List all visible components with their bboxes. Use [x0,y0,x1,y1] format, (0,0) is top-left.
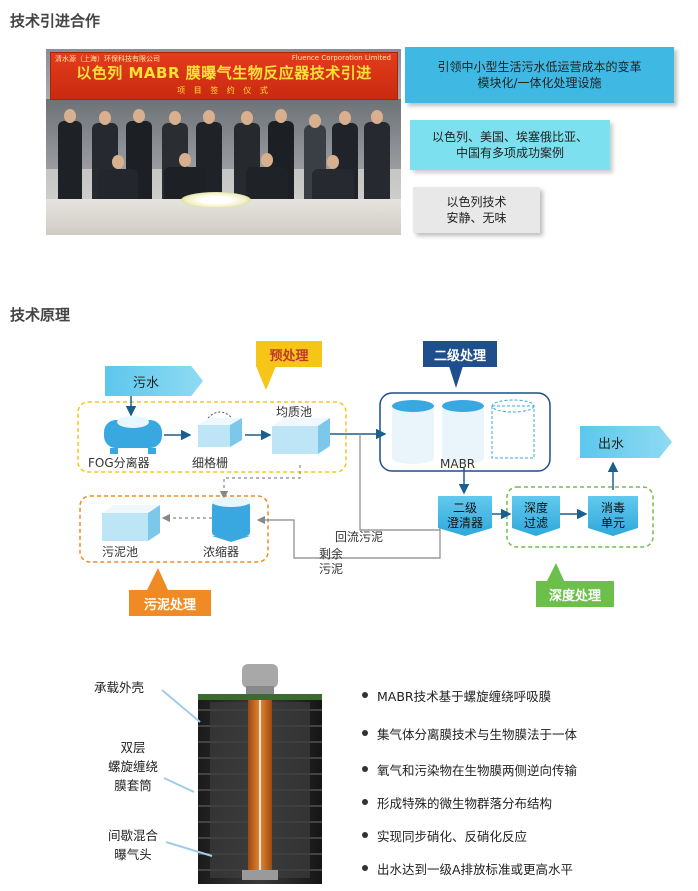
feature-bullet: 集气体分离膜技术与生物膜法于一体 [362,723,577,743]
callout-text: 安静、无味 [446,211,507,225]
label-fine-screen: 细格栅 [192,456,229,470]
label-equalization-tank: 均质池 [276,405,313,419]
disinfect-text: 单元 [600,516,625,530]
callout-text: 模块化/一体化处理设施 [477,76,602,90]
bullet-text: 形成特殊的微生物群落分布结构 [377,795,553,811]
label-fog-separator: FOG分离器 [88,456,150,470]
person-head [99,111,111,125]
tag-advanced-treatment: 深度处理 [536,581,614,607]
callout-leader-lines [161,689,213,857]
bullet-dot [362,865,368,871]
filter-text: 过滤 [523,516,548,530]
advanced-filtration: 深度过滤 [512,496,560,536]
membrane-label-text: 螺旋缠绕 [107,759,158,774]
banner-subtitle: 项 目 签 约 仪 式 [177,86,271,95]
disinfect-text: 消毒 [600,501,625,515]
person-head [241,111,253,125]
mabr-module-illustration [198,664,322,884]
person-head [309,114,321,128]
label-membrane-sleeve: 双层 螺旋缠绕 膜套筒 [92,738,174,795]
signing-ceremony-photo: 清水源（上海）环保科技有限公司 Fluence Corporation Limi… [46,49,401,235]
process-flow-lines [77,366,654,590]
bullet-text: 集气体分离膜技术与生物膜法于一体 [377,726,578,742]
aerator-label-text: 间歇混合 [107,828,158,843]
person-head [112,155,124,169]
feature-bullet: MABR技术基于螺旋缠绕呼吸膜 [362,685,551,705]
secondary-clarifier: 二级澄清器 [438,496,492,536]
tag-pretreatment: 预处理 [256,341,322,367]
person-head [327,155,339,169]
filter-text: 深度 [523,501,548,515]
person [364,122,390,202]
outlet-effluent: 出水 [580,426,672,458]
label-sludge-tank: 污泥池 [102,545,139,559]
bullet-text: MABR技术基于螺旋缠绕呼吸膜 [377,688,552,704]
bullet-dot [362,799,368,805]
inlet-wastewater: 污水 [105,366,203,396]
bullet-dot [362,730,368,736]
membrane-label-text: 双层 [120,740,146,755]
person [58,121,82,201]
person-head [133,109,145,123]
feature-bullet: 实现同步硝化、反硝化反应 [362,825,527,845]
callout-text: 中国有多项成功案例 [455,146,564,160]
callout-quiet: 以色列技术 安静、无味 [413,187,540,233]
person-head [261,153,273,167]
person-head [179,153,191,167]
person-head [371,110,383,124]
banner-company-left: 清水源（上海）环保科技有限公司 [55,55,160,63]
bullet-dot [362,692,368,698]
membrane-label-text: 膜套筒 [114,778,152,793]
callout-cases: 以色列、美国、埃塞俄比亚、 中国有多项成功案例 [410,120,610,170]
label-mabr: MABR [440,457,476,471]
clarifier-text: 二级 [452,501,477,515]
section-title-cooperation: 技术引进合作 [10,12,101,30]
tag-secondary-treatment: 二级处理 [423,341,497,367]
ceremony-banner: 清水源（上海）环保科技有限公司 Fluence Corporation Limi… [50,52,398,100]
feature-bullet: 形成特殊的微生物群落分布结构 [362,792,552,812]
label-shell: 承载外壳 [94,680,145,695]
callout-innovation: 引领中小型生活污水低运营成本的变革 模块化/一体化处理设施 [405,47,674,103]
bullet-dot [362,766,368,772]
label-excess-sludge: 剩余 [319,547,344,561]
feature-bullet: 氧气和污染物在生物膜两侧逆向传输 [362,759,577,779]
callout-text: 以色列技术 [446,195,507,209]
person-head [169,111,181,125]
section-title-principle: 技术原理 [10,306,71,324]
bullet-dot [362,832,368,838]
bullet-text: 氧气和污染物在生物膜两侧逆向传输 [377,762,578,778]
label-excess-sludge: 污泥 [319,562,344,576]
person-head [64,109,76,123]
banner-company-right: Fluence Corporation Limited [291,54,391,62]
label-return-sludge: 回流污泥 [335,530,384,544]
clarifier-text: 澄清器 [446,516,483,530]
person-head [339,111,351,125]
flower-arrangement [181,192,251,208]
person-head [275,109,287,123]
banner-title: 以色列 MABR 膜曝气生物反应器技术引进 [76,64,372,82]
bullet-text: 出水达到一级A排放标准或更高水平 [377,861,574,877]
callout-text: 引领中小型生活污水低运营成本的变革 [437,60,642,74]
bullet-text: 实现同步硝化、反硝化反应 [377,828,528,844]
disinfection-unit: 消毒单元 [588,496,638,536]
person-head [203,110,215,124]
label-thickener: 浓缩器 [203,545,240,559]
label-aerator: 间歇混合 曝气头 [94,826,172,864]
tag-sludge-treatment: 污泥处理 [129,590,211,616]
feature-bullet: 出水达到一级A排放标准或更高水平 [362,858,573,878]
aerator-label-text: 曝气头 [114,847,152,862]
callout-text: 以色列、美国、埃塞俄比亚、 [431,130,588,144]
